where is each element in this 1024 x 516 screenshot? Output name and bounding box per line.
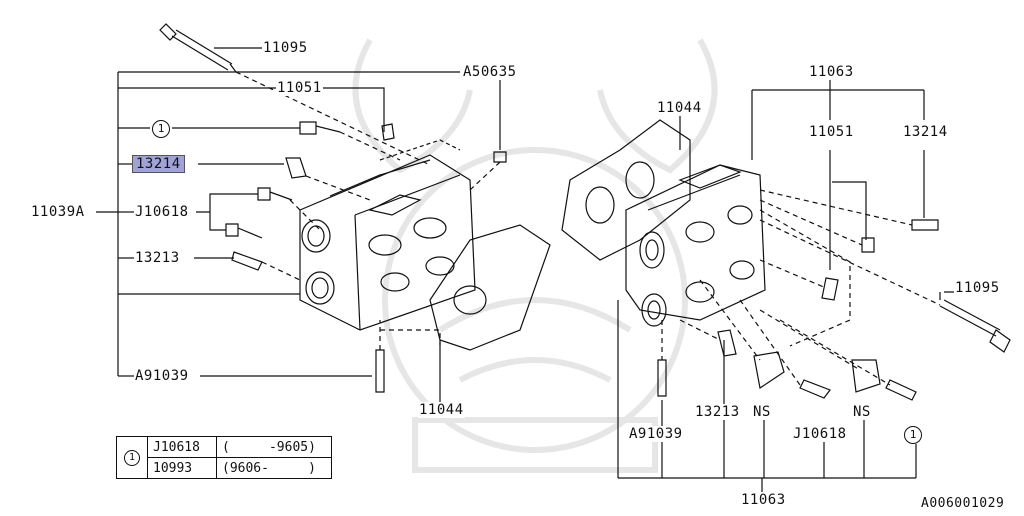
label-a91039-left: A91039 [134,368,190,384]
legend-table: 1 J10618 ( -9605) 10993 (9606- ) [116,436,332,479]
label-11039a: 11039A [30,204,86,220]
bolt-11095-left [159,23,237,73]
explode-lines-left [235,71,501,350]
gasket-right [561,119,691,261]
gasket-left [429,224,551,351]
legend-ref-cell: 1 [116,436,148,479]
legend-ref-circle: 1 [124,450,140,466]
label-13214-highlighted[interactable]: 13214 [132,155,185,173]
legend-row: 1 J10618 ( -9605) [116,436,332,479]
cylinder-head-right [625,164,766,327]
legend-range: ( -9605) [216,436,332,458]
label-11095-right: 11095 [954,280,1001,296]
ref-circle-left: 1 [152,120,170,138]
label-11044-right: 11044 [656,100,703,116]
watermark-crest [352,38,718,473]
small-parts-left [225,121,507,393]
label-j10618-left: J10618 [134,204,190,220]
label-11051-right: 11051 [808,124,855,140]
right-bracket-top [679,80,1000,293]
explode-lines-right [661,189,941,386]
label-a50635: A50635 [462,64,518,80]
label-j10618-right: J10618 [792,426,848,442]
label-13213-right: 13213 [694,404,741,420]
legend-code: J10618 [147,436,217,458]
label-13213-left: 13213 [134,250,181,266]
ref-circle-right: 1 [904,426,922,444]
label-ns-2: NS [852,404,872,420]
legend-range: (9606- ) [216,457,332,479]
label-11063-bottom: 11063 [740,492,787,508]
label-a91039-right: A91039 [628,426,684,442]
left-leaders [172,47,501,402]
legend-row: 10993 (9606- ) [117,457,332,479]
label-11095-top: 11095 [262,40,309,56]
label-11063-top: 11063 [808,64,855,80]
label-13214-right: 13214 [902,124,949,140]
label-11051-left: 11051 [276,80,323,96]
label-ns-1: NS [752,404,772,420]
right-bracket-bottom [617,300,917,492]
small-parts-right [657,219,1011,401]
footer-code: A006001029 [920,496,1006,512]
label-11044-left: 11044 [418,402,465,418]
legend-code: 10993 [147,457,217,479]
left-bracket [96,71,460,377]
cylinder-head-left [299,139,476,331]
